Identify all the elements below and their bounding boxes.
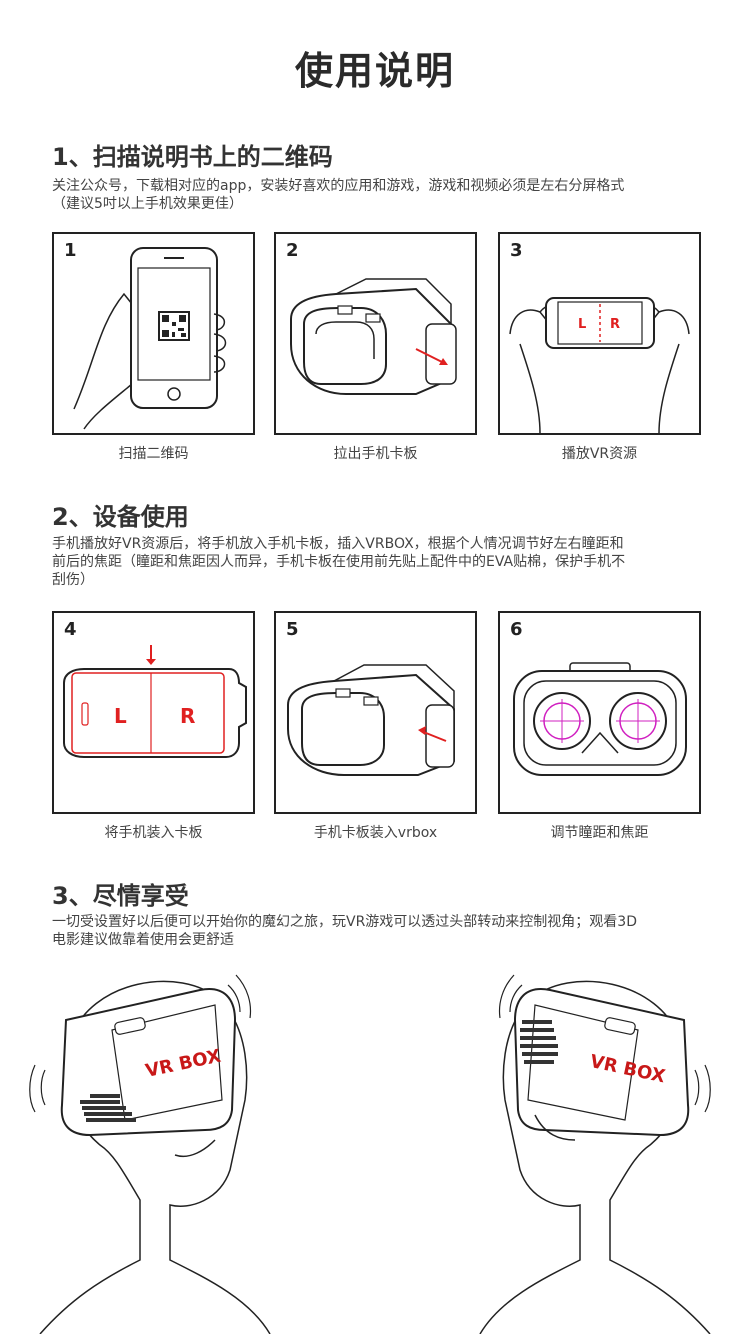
qr-code-icon [158,311,190,341]
section3-desc-line1: 一切受设置好以后便可以开始你的魔幻之旅，玩VR游戏可以透过头部转动来控制视角；观… [52,914,637,930]
section2-desc-line2: 前后的焦距（瞳距和焦距因人而异，手机卡板在使用前先贴上配件中的EVA贴棉，保护手… [52,554,626,570]
step3-caption: 播放VR资源 [561,446,638,462]
play-vr-illustration: L R [509,297,690,433]
step2-number: 2 [286,240,299,261]
section3-desc-line2: 电影建议做靠着使用会更舒适 [52,932,234,948]
tray-into-vrbox-illustration [287,664,455,776]
step6-number: 6 [510,619,523,640]
step3-panel: 3 L R [498,232,701,435]
step5-panel: 5 [274,611,477,814]
step2-panel: 2 [274,232,477,435]
step4-number: 4 [64,619,77,640]
phone-qr-illustration [73,247,227,430]
step2-caption: 拉出手机卡板 [333,446,418,462]
step3-number: 3 [510,240,523,261]
right-head-with-vrbox: VR BOX [479,974,711,1334]
section2-desc-line1: 手机播放好VR资源后，将手机放入手机卡板，插入VRBOX，根据个人情况调节好左右… [52,536,624,552]
step5-caption: 手机卡板装入vrbox [313,825,438,841]
step4-panel: 4 L R [52,611,255,814]
step1-caption: 扫描二维码 [118,446,189,462]
screen-left-label: L [578,317,586,332]
adjust-lens-illustration [513,662,687,776]
section1-title: 1、扫描说明书上的二维码 [52,143,333,171]
section3-title: 3、尽情享受 [52,882,189,910]
phone-into-tray-illustration: L R [63,645,247,758]
section1-desc-line2: （建议5吋以上手机效果更佳） [52,196,243,212]
heads-illustration: VR BOX VR BOX [0,960,750,1334]
step6-panel: 6 [498,611,701,814]
section2-title: 2、设备使用 [52,503,189,531]
screen-right-label: R [610,317,620,332]
step1-panel: 1 [52,232,255,435]
step1-number: 1 [64,240,77,261]
step6-caption: 调节瞳距和焦距 [550,825,649,841]
section1-desc-line1: 关注公众号，下载相对应的app，安装好喜欢的应用和游戏，游戏和视频必须是左右分屏… [52,178,625,194]
step4-caption: 将手机装入卡板 [104,825,203,841]
section2-desc-line3: 刮伤） [52,572,94,588]
step5-number: 5 [286,619,299,640]
page-title: 使用说明 [294,49,455,93]
left-head-with-vrbox: VR BOX [29,974,271,1334]
tray-right-label: R [180,704,195,728]
vrbox-pull-tray-illustration [290,278,457,395]
tray-left-label: L [114,704,127,728]
